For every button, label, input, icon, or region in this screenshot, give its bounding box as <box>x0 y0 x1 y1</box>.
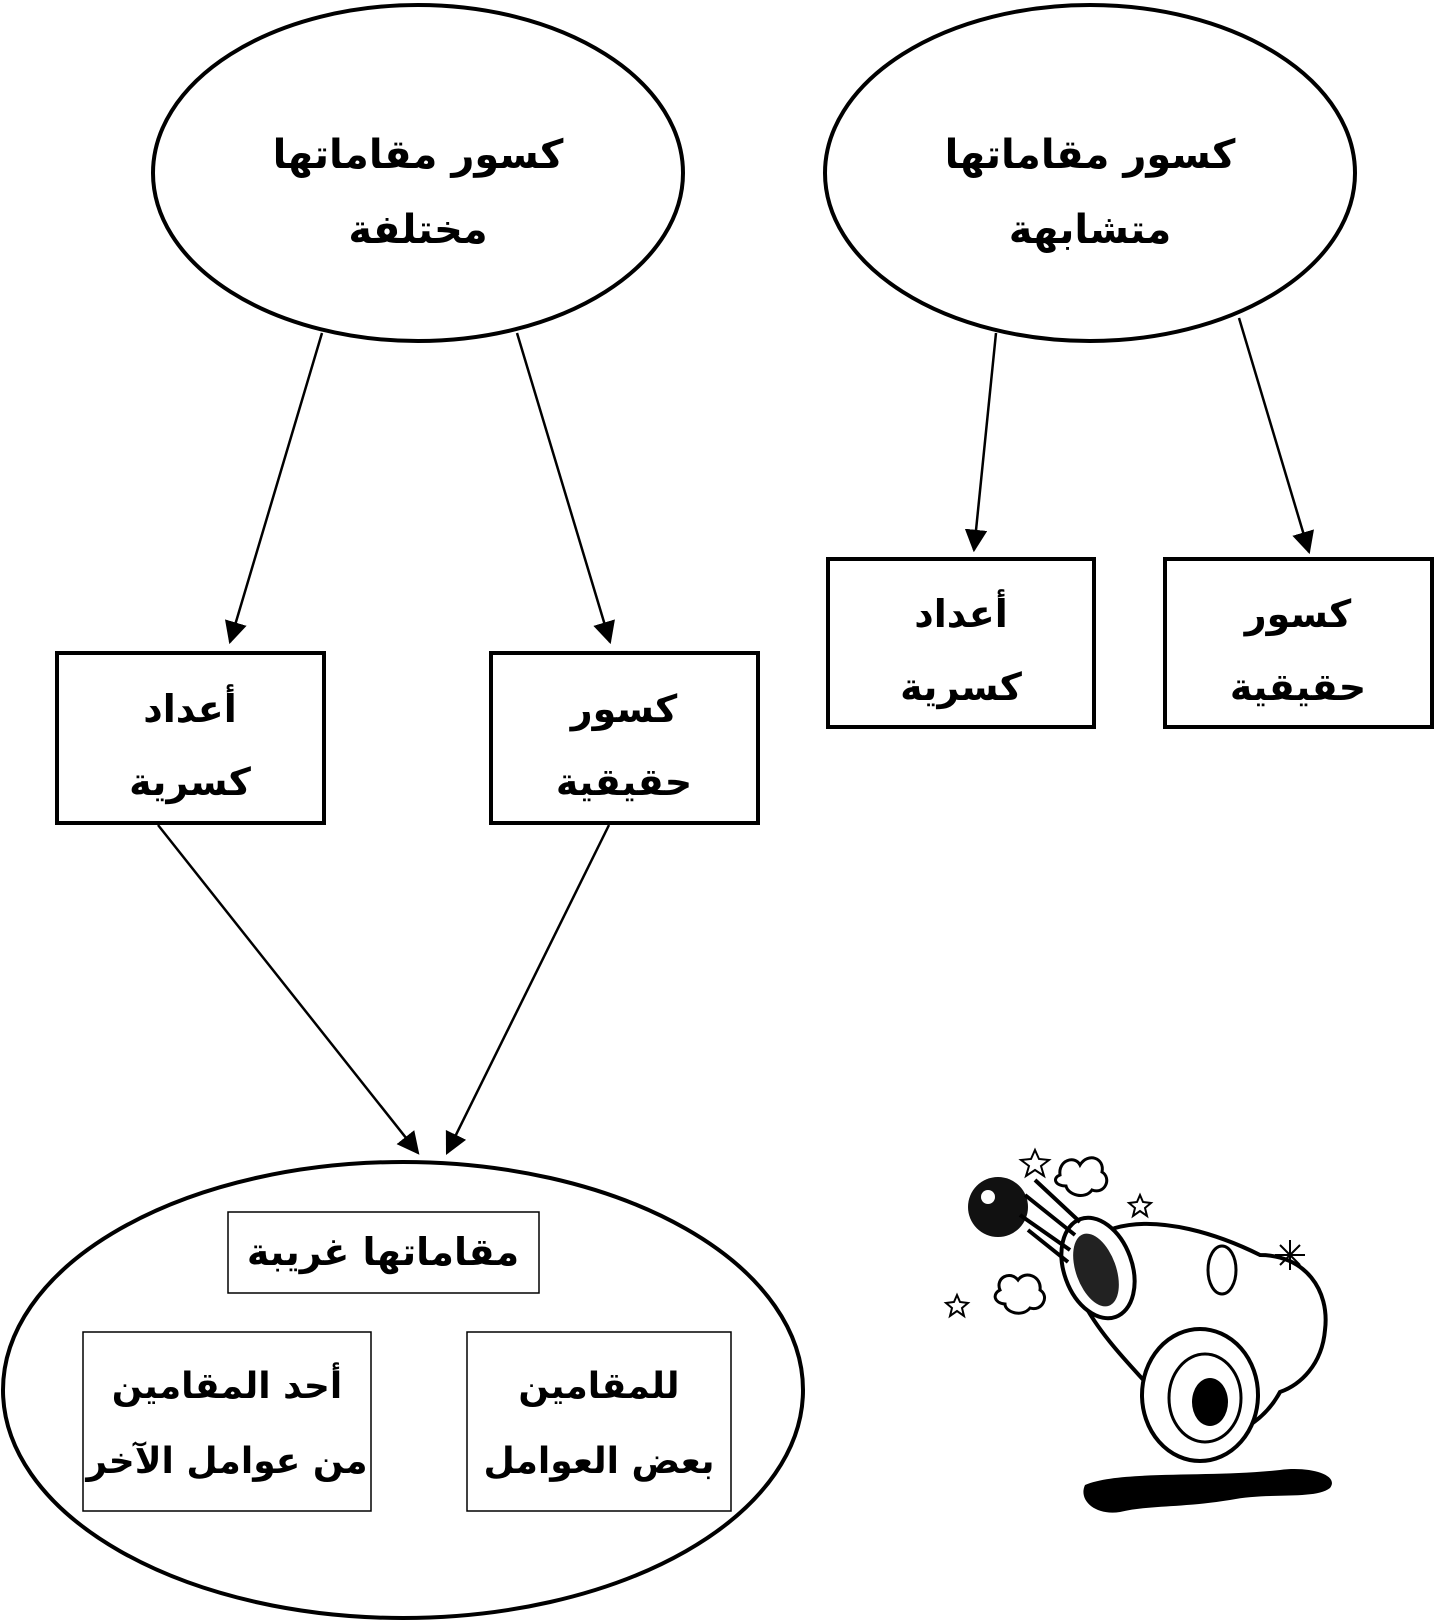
box-right-mixed-line1: أعداد <box>914 589 1007 636</box>
ellipse-different-line2: مختلفة <box>348 207 487 253</box>
arrow-right-to-mixed <box>964 332 998 553</box>
arrow-proper-to-unlike <box>445 824 611 1156</box>
box-left-mixed-numbers: أعداد كسرية <box>55 651 326 825</box>
box-left-proper-line2: حقيقية <box>556 760 692 804</box>
ellipse-unlike-denominators: مقاماتها غريبة أحد المقامين من عوامل الآ… <box>1 1160 805 1620</box>
box-left-mixed-line1: أعداد <box>143 684 236 731</box>
ellipse-similar-line1: كسور مقاماتها <box>945 132 1237 178</box>
ellipse-similar-line2: متشابهة <box>1009 207 1172 253</box>
arrow-left-to-mixed <box>224 332 324 645</box>
unlike-box-left-line2: من عوامل الآخر <box>84 1440 367 1482</box>
arrow-mixed-to-unlike <box>157 824 420 1155</box>
box-left-proper-fractions: كسور حقيقية <box>489 651 760 825</box>
box-right-mixed-numbers: أعداد كسرية <box>826 557 1096 729</box>
ellipse-different-line1: كسور مقاماتها <box>273 132 565 178</box>
unlike-box-right-line2: بعض العوامل <box>484 1441 715 1482</box>
box-right-proper-line1: كسور <box>1243 592 1352 636</box>
arrow-right-to-proper <box>1237 317 1314 555</box>
box-right-mixed-line2: كسرية <box>900 665 1023 709</box>
unlike-header: مقاماتها غريبة <box>247 1230 519 1274</box>
box-left-mixed-line2: كسرية <box>129 760 252 804</box>
ellipse-similar-denominators: كسور مقاماتها متشابهة <box>823 3 1357 343</box>
ellipse-different-denominators: كسور مقاماتها مختلفة <box>151 3 685 343</box>
box-left-proper-line1: كسور <box>569 687 678 731</box>
box-right-proper-line2: حقيقية <box>1230 665 1366 709</box>
unlike-box-right-line1: للمقامين <box>518 1366 679 1407</box>
cannon-icon <box>943 1147 1332 1513</box>
box-right-proper-fractions: كسور حقيقية <box>1163 557 1434 729</box>
arrow-left-to-proper <box>515 332 615 645</box>
unlike-box-left-line1: أحد المقامين <box>112 1362 342 1407</box>
